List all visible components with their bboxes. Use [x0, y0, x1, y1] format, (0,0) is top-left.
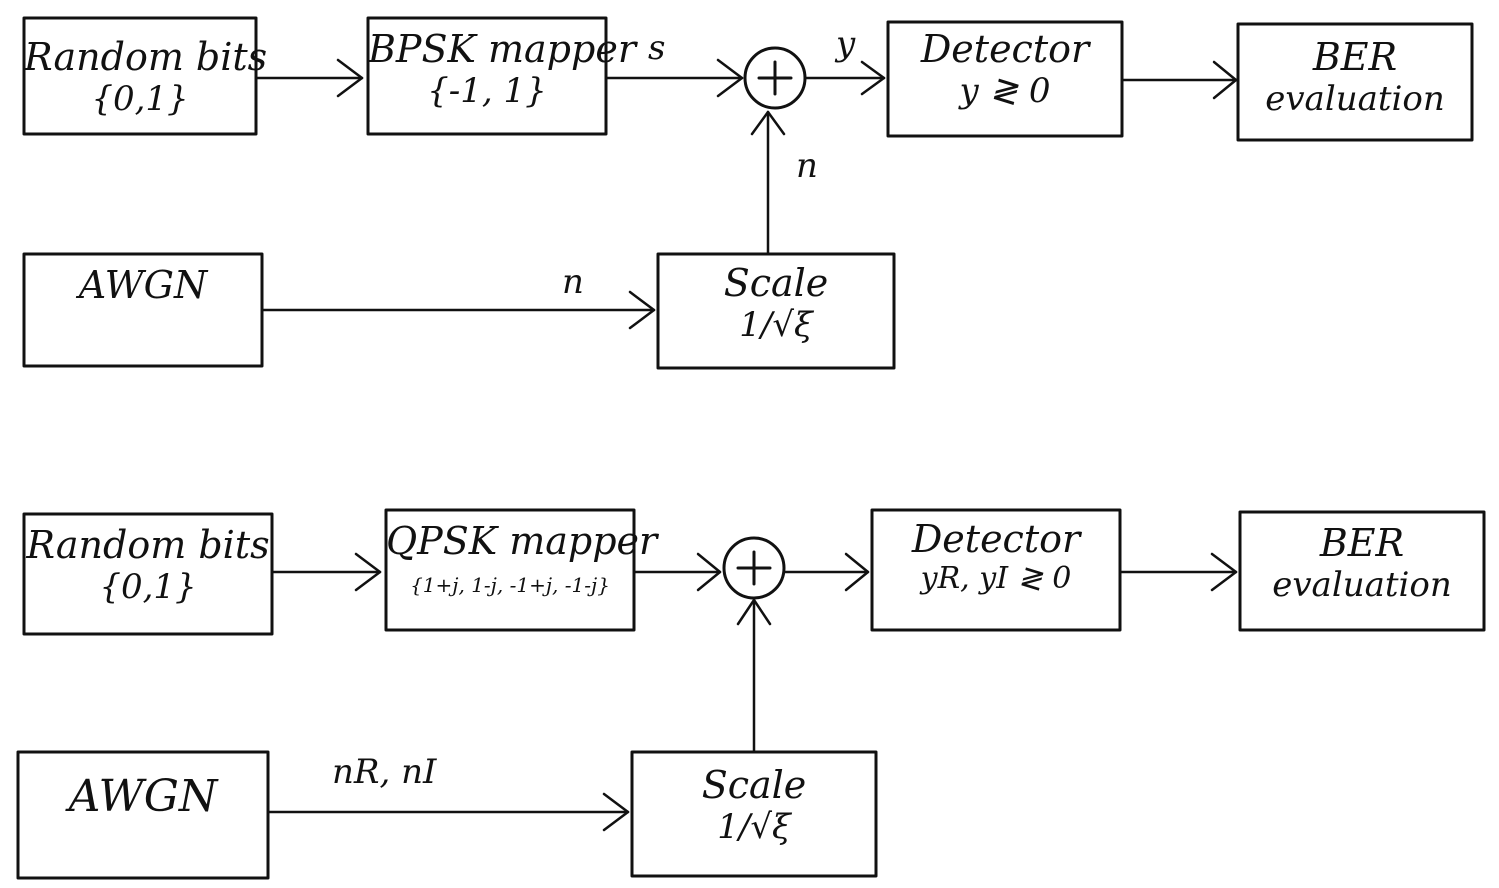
top-signal-y: y [836, 24, 856, 64]
bottom-awgn-box [16, 750, 270, 880]
bottom-ber-label: BER evaluation [1240, 521, 1484, 605]
top-detector-label: Detector y ≷ 0 [888, 27, 1122, 111]
top-ber-title: BER [1312, 35, 1398, 79]
bottom-detector-box [870, 508, 1122, 632]
top-random-bits-label: Random bits {0,1} [24, 35, 268, 119]
top-wires [254, 58, 1238, 330]
bottom-detector-label: Detector yR, yI ≷ 0 [872, 517, 1120, 596]
top-scale-box [656, 252, 896, 370]
bottom-random-bits-box [22, 512, 274, 636]
top-random-bits-title: Random bits [24, 35, 268, 79]
top-random-bits-set: {0,1} [91, 78, 189, 119]
top-ber-box [1236, 22, 1474, 142]
bottom-scale-factor: 1/√ξ [717, 806, 791, 847]
top-mapper-box [366, 16, 608, 136]
top-signal-n: n [562, 262, 584, 302]
bottom-wires [266, 552, 1238, 832]
bottom-detector-title: Detector [911, 517, 1081, 561]
bottom-mapper-title: QPSK mapper [386, 519, 658, 563]
top-mapper-title: BPSK mapper [368, 27, 636, 71]
bottom-signal-n: nR, nI [332, 752, 437, 792]
top-awgn-label: AWGN [24, 263, 262, 308]
top-random-bits-box [22, 16, 258, 136]
top-ber-label: BER evaluation [1238, 35, 1472, 119]
bottom-mapper-box [384, 508, 636, 632]
top-detector-rule: y ≷ 0 [959, 70, 1051, 111]
top-signal-s: s [648, 28, 666, 68]
top-scale-label: Scale 1/√ξ [658, 261, 894, 345]
top-mapper-set: {-1, 1} [427, 70, 547, 111]
top-scale-title: Scale [723, 261, 829, 305]
bottom-awgn-label: AWGN [18, 771, 268, 823]
bottom-awgn-title: AWGN [68, 771, 218, 822]
top-detector-title: Detector [920, 27, 1090, 71]
top-ber-subtitle: evaluation [1265, 78, 1445, 119]
bottom-ber-subtitle: evaluation [1272, 564, 1452, 605]
bottom-ber-box [1238, 510, 1486, 632]
top-signal-n-scaled: n [796, 146, 818, 186]
bottom-random-bits-title: Random bits [26, 523, 270, 567]
top-scale-factor: 1/√ξ [739, 304, 813, 345]
bottom-random-bits-set: {0,1} [99, 566, 197, 607]
bottom-scale-label: Scale 1/√ξ [632, 763, 876, 847]
bottom-scale-title: Scale [701, 763, 807, 807]
bottom-random-bits-label: Random bits {0,1} [24, 523, 272, 607]
bottom-mapper-set: {1+j, 1-j, -1+j, -1-j} [410, 572, 610, 597]
bottom-mapper-label: QPSK mapper {1+j, 1-j, -1+j, -1-j} [386, 519, 658, 597]
top-awgn-title: AWGN [78, 263, 208, 307]
bottom-detector-rule: yR, yI ≷ 0 [920, 560, 1072, 596]
bottom-ber-title: BER [1319, 521, 1405, 565]
top-mapper-label: BPSK mapper {-1, 1} [368, 27, 636, 111]
